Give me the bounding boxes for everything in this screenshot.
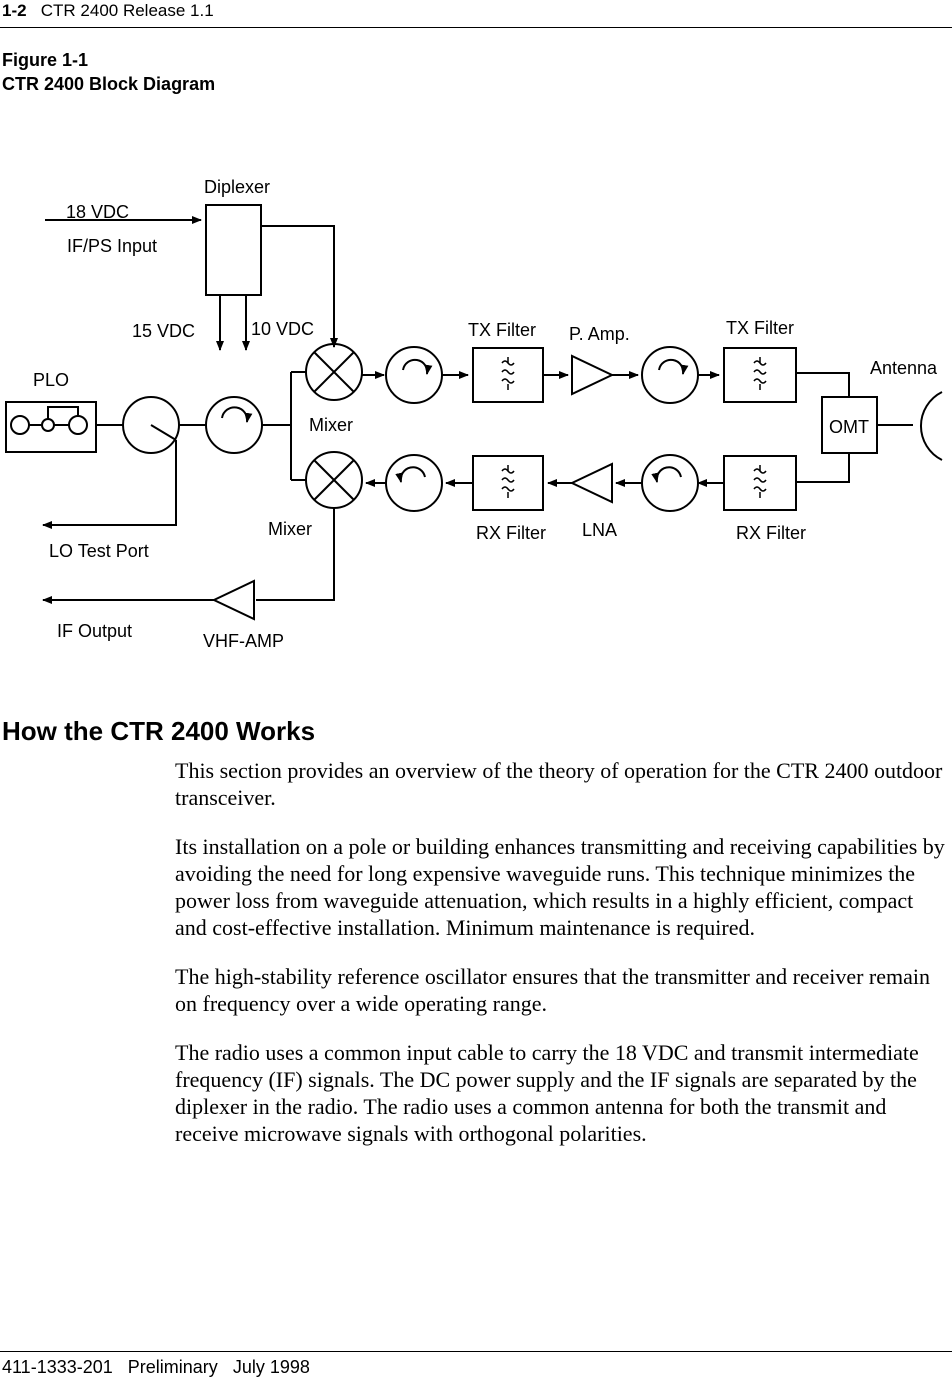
- rx-isolator-1: [385, 454, 443, 512]
- document-title: CTR 2400 Release 1.1: [40, 1, 214, 20]
- tx-filter-2-symbol: [753, 357, 767, 390]
- pamp-label: P. Amp.: [569, 324, 630, 344]
- rx-filter-2-label: RX Filter: [736, 523, 806, 543]
- figure-caption: Figure 1-1 CTR 2400 Block Diagram: [2, 48, 215, 96]
- plo-osc-left: [10, 415, 30, 435]
- vhf-amp-label: VHF-AMP: [203, 631, 284, 651]
- plo-box: [5, 401, 97, 453]
- vhf-amp: [211, 579, 255, 621]
- diplexer-label: Diplexer: [204, 177, 270, 197]
- paragraph-3: The high-stability reference oscillator …: [175, 964, 931, 1016]
- tx-isolator-1: [385, 346, 443, 404]
- power-amp: [571, 354, 615, 396]
- diplexer-box: [205, 204, 262, 296]
- if-output-label: IF Output: [57, 621, 132, 641]
- doc-number: 411-1333-201: [2, 1357, 113, 1377]
- plo-osc-right: [68, 415, 88, 435]
- ifps-input-label: IF/PS Input: [67, 236, 157, 256]
- lo-test-port-label: LO Test Port: [49, 541, 149, 561]
- rx-filter-1-box: [472, 455, 544, 511]
- page-header: 1-2 CTR 2400 Release 1.1: [0, 0, 952, 28]
- mixer-top-label: Mixer: [309, 415, 353, 435]
- lna-amp: [569, 462, 613, 504]
- mixer-top: [305, 343, 363, 401]
- vdc18-label: 18 VDC: [66, 202, 129, 222]
- plo-multiplier: [41, 418, 55, 432]
- diplexer-to-mixer-line: [261, 225, 338, 348]
- section-heading: How the CTR 2400 Works: [2, 716, 316, 746]
- doc-status: Preliminary: [127, 1357, 218, 1377]
- page-footer: 411-1333-201 Preliminary July 1998: [0, 1351, 952, 1384]
- figure-title: CTR 2400 Block Diagram: [2, 74, 216, 94]
- tx-filter-1-box: [472, 347, 544, 403]
- rx-filter-1-label: RX Filter: [476, 523, 546, 543]
- tx-isolator-2: [641, 346, 699, 404]
- page-number: 1-2: [2, 1, 27, 20]
- mixer-to-vhf-line: [256, 508, 335, 601]
- omt-label: OMT: [829, 417, 869, 437]
- rx-filter-1-symbol: [501, 465, 515, 498]
- tx-filter-1-symbol: [501, 357, 515, 390]
- paragraph-2: Its installation on a pole or building e…: [175, 834, 945, 940]
- tx-to-omt-line: [796, 372, 850, 397]
- lna-label: LNA: [582, 520, 617, 540]
- tx-filter-2-box: [723, 347, 797, 403]
- vdc10-label: 10 VDC: [251, 319, 314, 339]
- rx-filter-2-box: [723, 455, 797, 511]
- plo-label: PLO: [33, 370, 69, 390]
- doc-date: July 1998: [232, 1357, 310, 1377]
- vdc15-label: 15 VDC: [132, 321, 195, 341]
- figure-number: Figure 1-1: [2, 50, 89, 70]
- rx-filter-2-symbol: [753, 465, 767, 498]
- lo-isolator: [205, 396, 263, 454]
- omt-to-rx-line: [796, 453, 850, 483]
- tx-filter-2-label: TX Filter: [726, 318, 794, 338]
- tx-filter-1-label: TX Filter: [468, 320, 536, 340]
- rx-isolator-2: [641, 454, 699, 512]
- mixer-bottom-label: Mixer: [268, 519, 312, 539]
- antenna-dish: [920, 391, 943, 461]
- lo-test-line: [42, 440, 177, 529]
- body-text: This section provides an overview of the…: [175, 757, 947, 1169]
- paragraph-1: This section provides an overview of the…: [175, 758, 943, 810]
- block-diagram: Diplexer 18 VDC IF/PS Input 15 VDC 10 VD…: [5, 177, 943, 651]
- paragraph-4: The radio uses a common input cable to c…: [175, 1040, 919, 1146]
- antenna-label: Antenna: [870, 358, 938, 378]
